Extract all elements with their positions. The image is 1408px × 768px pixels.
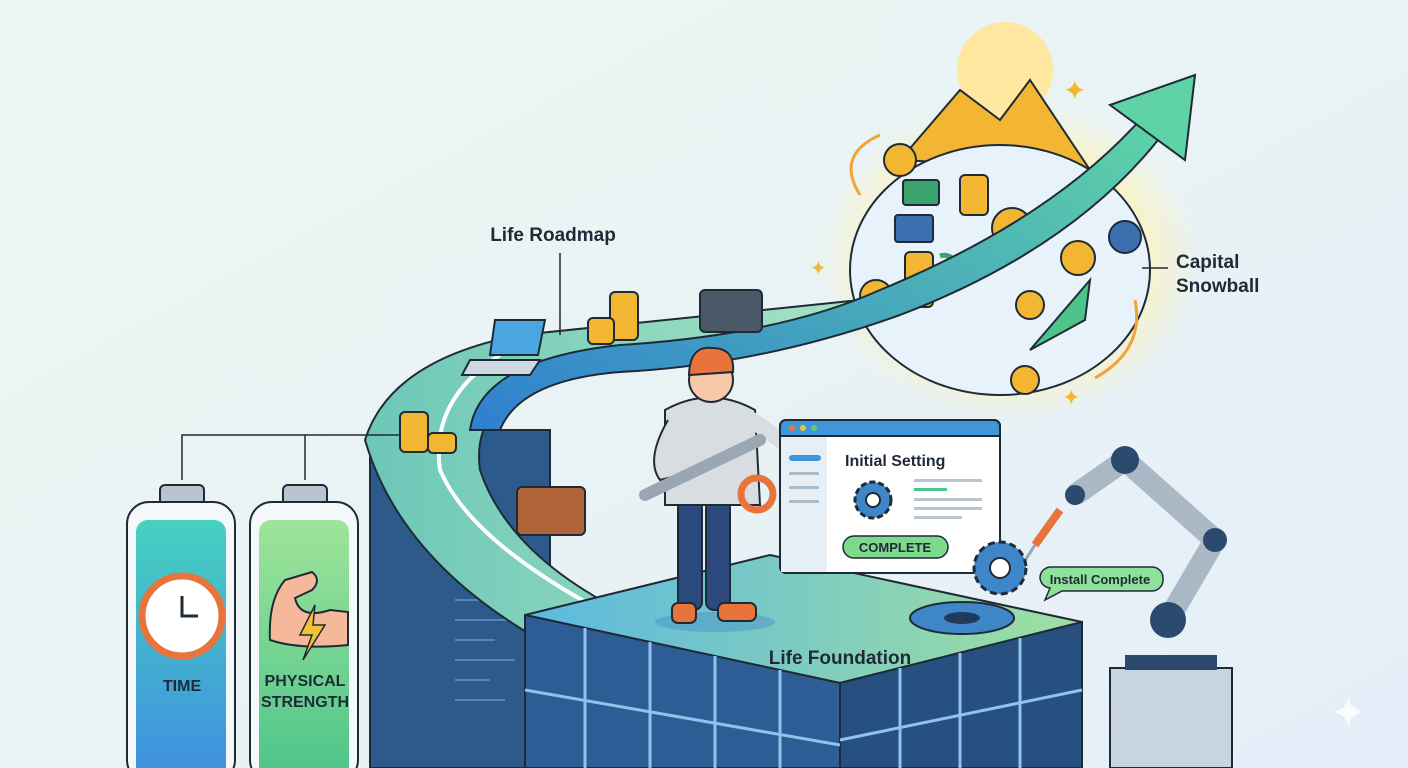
cycle-arrow-icon: [1094, 299, 1139, 380]
laptop-icon: [460, 319, 547, 376]
screwdriver-icon: [1031, 507, 1064, 548]
flexed-arm-icon: [268, 570, 349, 648]
sparkle-icon: ✦: [1062, 385, 1080, 410]
robot-arm: [972, 446, 1233, 768]
life-foundation-block: Life Foundation: [524, 553, 1083, 768]
sparkle-icon: ✦: [1330, 689, 1367, 738]
briefcase-icon: [902, 179, 940, 206]
sparkle-icon: ✦: [1063, 75, 1086, 106]
wrench-icon: [639, 434, 766, 501]
minimize-dot[interactable]: [800, 425, 806, 431]
maximize-dot[interactable]: [811, 425, 817, 431]
worker-character: [639, 346, 788, 632]
close-dot[interactable]: [789, 425, 795, 431]
pie-chart-icon: [1108, 220, 1142, 254]
growth-arrow-icon: [1029, 276, 1092, 351]
life-foundation-label: Life Foundation: [769, 648, 911, 669]
gear-icon: [737, 474, 777, 514]
complete-button-label: COMPLETE: [859, 540, 932, 555]
life-roadmap-label: Life Roadmap: [490, 225, 616, 246]
complete-button[interactable]: [842, 535, 949, 559]
physical-strength-battery: PHYSICAL STRENGTH: [249, 484, 359, 768]
capital-snowball-label-line2: Snowball: [1176, 276, 1259, 297]
time-battery: TIME: [126, 484, 236, 768]
install-complete-text: Install Complete: [1050, 572, 1150, 587]
initial-setting-window: Initial Setting COMPLETE: [779, 419, 1001, 574]
coin-stack-icon: [399, 291, 639, 454]
arrow-head: [1107, 73, 1197, 162]
briefcase-icon: [894, 214, 934, 243]
battery-connector: [181, 434, 400, 480]
physical-label: PHYSICAL: [265, 673, 346, 690]
install-complete-bubble: Install Complete: [1039, 566, 1164, 602]
capital-snowball-label-line1: Capital: [1176, 252, 1239, 273]
time-label: TIME: [163, 678, 202, 695]
cycle-arrow-icon: [849, 133, 881, 196]
strength-label: STRENGTH: [261, 694, 349, 711]
window-title: Initial Setting: [845, 453, 945, 470]
sparkle-icon: ✦: [810, 258, 827, 280]
lightning-icon: [298, 604, 327, 661]
briefcase-icon: [699, 289, 763, 333]
briefcase-icon: [516, 486, 586, 536]
